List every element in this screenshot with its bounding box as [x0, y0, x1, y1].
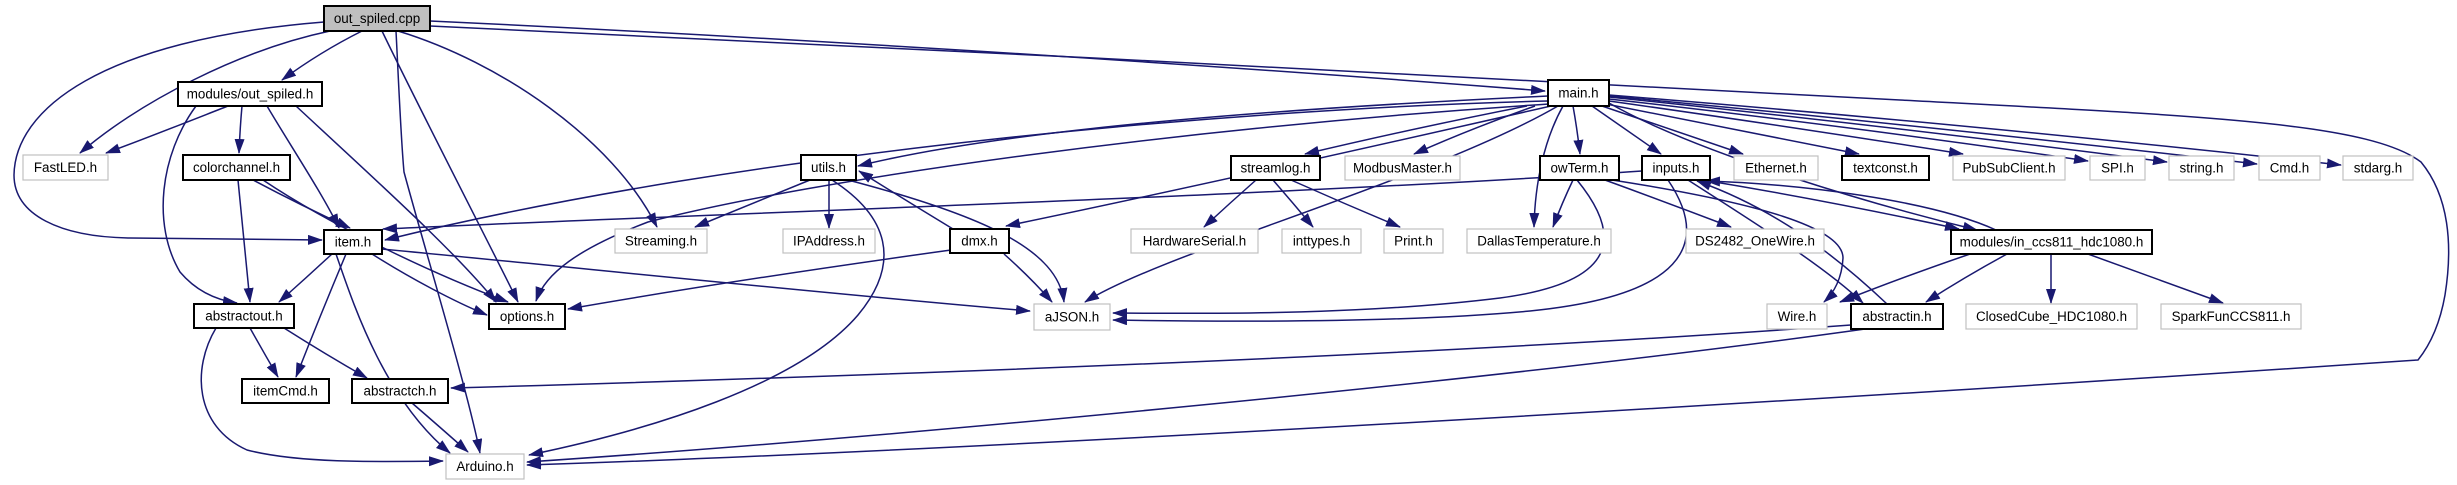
svg-text:utils.h: utils.h — [811, 160, 846, 175]
svg-text:abstractin.h: abstractin.h — [1862, 309, 1931, 324]
svg-text:Ethernet.h: Ethernet.h — [1745, 161, 1807, 176]
svg-text:owTerm.h: owTerm.h — [1550, 161, 1608, 176]
svg-text:SPI.h: SPI.h — [2101, 161, 2134, 176]
svg-text:abstractch.h: abstractch.h — [364, 384, 437, 399]
svg-text:Streaming.h: Streaming.h — [625, 234, 697, 249]
svg-text:stdarg.h: stdarg.h — [2354, 161, 2402, 176]
svg-text:textconst.h: textconst.h — [1853, 161, 1918, 176]
svg-text:string.h: string.h — [2180, 161, 2224, 176]
svg-text:ModbusMaster.h: ModbusMaster.h — [1353, 161, 1452, 176]
svg-text:aJSON.h: aJSON.h — [1045, 310, 1099, 325]
svg-text:Wire.h: Wire.h — [1778, 309, 1817, 324]
svg-text:ClosedCube_HDC1080.h: ClosedCube_HDC1080.h — [1976, 309, 2127, 324]
svg-text:Print.h: Print.h — [1394, 234, 1433, 249]
svg-text:PubSubClient.h: PubSubClient.h — [1962, 161, 2055, 176]
svg-text:inttypes.h: inttypes.h — [1293, 234, 1350, 249]
svg-text:IPAddress.h: IPAddress.h — [793, 234, 865, 249]
svg-text:Arduino.h: Arduino.h — [456, 459, 513, 474]
svg-text:out_spiled.cpp: out_spiled.cpp — [334, 11, 420, 26]
svg-text:DallasTemperature.h: DallasTemperature.h — [1477, 234, 1601, 249]
svg-text:options.h: options.h — [500, 309, 554, 324]
svg-text:itemCmd.h: itemCmd.h — [253, 384, 318, 399]
svg-text:FastLED.h: FastLED.h — [34, 160, 97, 175]
svg-text:modules/out_spiled.h: modules/out_spiled.h — [187, 87, 314, 102]
svg-text:main.h: main.h — [1558, 86, 1598, 101]
svg-text:dmx.h: dmx.h — [961, 234, 997, 249]
svg-text:inputs.h: inputs.h — [1653, 161, 1700, 176]
svg-text:colorchannel.h: colorchannel.h — [193, 160, 280, 175]
svg-text:abstractout.h: abstractout.h — [205, 309, 282, 324]
svg-text:HardwareSerial.h: HardwareSerial.h — [1143, 234, 1246, 249]
svg-text:modules/in_ccs811_hdc1080.h: modules/in_ccs811_hdc1080.h — [1960, 235, 2144, 250]
svg-text:streamlog.h: streamlog.h — [1241, 161, 1311, 176]
svg-text:SparkFunCCS811.h: SparkFunCCS811.h — [2172, 309, 2291, 324]
svg-text:Cmd.h: Cmd.h — [2270, 161, 2309, 176]
svg-text:DS2482_OneWire.h: DS2482_OneWire.h — [1695, 234, 1815, 249]
svg-text:item.h: item.h — [335, 235, 371, 250]
